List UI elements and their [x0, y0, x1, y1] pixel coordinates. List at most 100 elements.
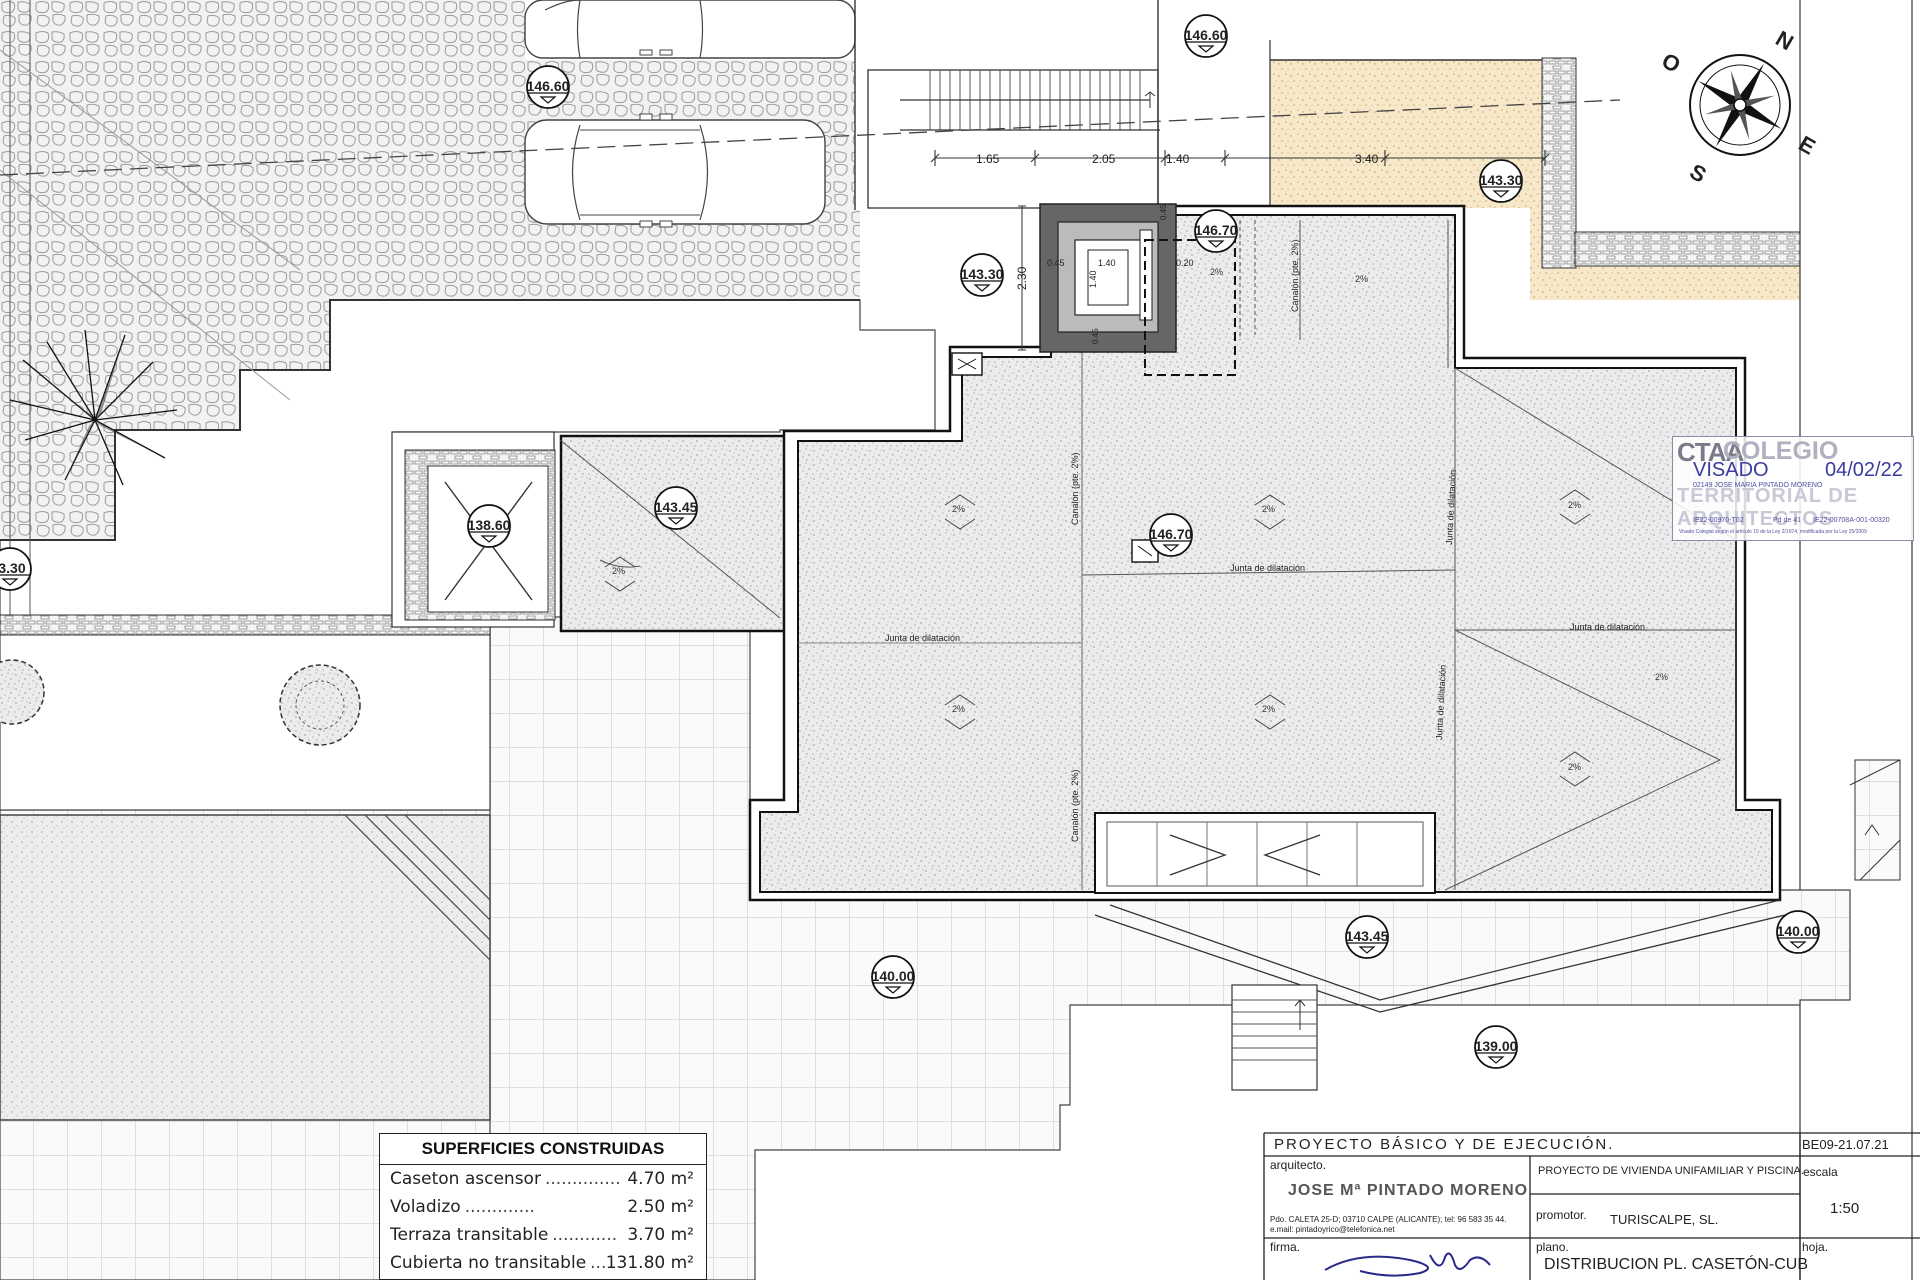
- slope-10: 2%: [1210, 267, 1223, 277]
- level-l13: 139.00: [1475, 1038, 1518, 1054]
- slope-3: 2%: [952, 704, 965, 714]
- row-value: 4.70 m²: [627, 1169, 694, 1189]
- surfaces-title: SUPERFICIES CONSTRUIDAS: [380, 1134, 706, 1165]
- row-label: Terraza transitable: [390, 1225, 549, 1245]
- table-row: Voladizo ............. 2.50 m²: [380, 1193, 706, 1221]
- canalon-label-3: Canalón (pte. 2%): [1290, 239, 1300, 312]
- arquitecto-label: arquitecto.: [1270, 1158, 1327, 1172]
- level-l8: 146.70: [1150, 526, 1193, 542]
- escala-value: 1:50: [1830, 1200, 1860, 1217]
- address-line-1: Pdo. CALETA 25-D; 03710 CALPE (ALICANTE)…: [1270, 1215, 1507, 1224]
- row-label: Voladizo: [390, 1197, 461, 1217]
- project-code: BE09-21.07.21: [1802, 1137, 1889, 1152]
- dim-4: 3.40: [1355, 152, 1379, 166]
- stamp-visado: VISADO: [1693, 459, 1769, 481]
- junta-vlabel-2: Junta de dilatación: [1434, 665, 1448, 740]
- plano-name: DISTRIBUCION PL. CASETÓN-CUB: [1544, 1256, 1809, 1273]
- car-bottom: [524, 113, 826, 228]
- dim-3: 1.40: [1166, 152, 1190, 166]
- shrub-1: [279, 664, 361, 746]
- junta-vlabel-1: Junta de dilatación: [1444, 470, 1458, 545]
- dim-10: 0.45: [1159, 204, 1168, 220]
- level-l3: 143.30: [1480, 172, 1523, 188]
- signature: [1324, 1252, 1491, 1277]
- dim-9: 1.40: [1088, 270, 1098, 288]
- slope-4: 2%: [1262, 704, 1275, 714]
- promotor-label: promotor.: [1536, 1208, 1587, 1222]
- stairs: [867, 69, 1160, 209]
- canalon-label-2: Canalón (pte. 2%): [1070, 769, 1080, 842]
- level-l9: 3.30: [0, 560, 26, 576]
- slope-7: 2%: [1655, 672, 1668, 682]
- slope-8: 2%: [612, 566, 625, 576]
- pool: [0, 814, 491, 1121]
- level-l7: 143.45: [655, 499, 698, 515]
- junta-label-3: Junta de dilatación: [1570, 622, 1645, 632]
- dim-5: 2.30: [1015, 266, 1029, 290]
- stamp-line4: IE22-00708A-001-00320: [1813, 517, 1890, 524]
- stamp-line2: IE22-00970-T02: [1693, 517, 1744, 524]
- row-dots: ............: [552, 1225, 618, 1245]
- dim-1: 1.65: [976, 152, 1000, 166]
- level-l11: 140.00: [1777, 923, 1820, 939]
- address-line-2: e.mail: pintadoyrico@telefonica.net: [1270, 1225, 1395, 1234]
- slope-1: 2%: [952, 504, 965, 514]
- level-l1: 146.60: [1185, 27, 1228, 43]
- project-header: PROYECTO BÁSICO Y DE EJECUCIÓN.: [1274, 1136, 1615, 1153]
- table-row: Terraza transitable ............ 3.70 m²: [380, 1221, 706, 1249]
- slope-2: 2%: [1262, 504, 1275, 514]
- stamp-ghost-text: TERRITORIAL DE ARQUITECTOS: [1677, 485, 1859, 530]
- shrub-2: [0, 659, 45, 725]
- stamp-line3: Pd de 41: [1773, 517, 1802, 524]
- firma-label: firma.: [1270, 1240, 1300, 1254]
- level-l10: 143.45: [1346, 928, 1389, 944]
- canalon-label-1: Canalón (pte. 2%): [1070, 452, 1080, 525]
- slope-9: 2%: [1355, 274, 1368, 284]
- hoja-label: hoja.: [1802, 1240, 1829, 1254]
- row-dots: .............: [464, 1197, 535, 1217]
- compass-rose: [1689, 54, 1791, 156]
- table-row: Cubierta no transitable .... 131.80 m²: [380, 1249, 706, 1277]
- title-block-frame: [1263, 1132, 1920, 1280]
- car-top: [524, 0, 856, 59]
- slope-5: 2%: [1568, 500, 1581, 510]
- palm-tree: [9, 329, 178, 486]
- level-l6: 138.60: [468, 517, 511, 533]
- dimension-line: [930, 150, 1550, 166]
- dim-6: 1.40: [1098, 258, 1116, 268]
- roof-annex: [559, 434, 790, 633]
- row-value: 131.80 m²: [605, 1253, 694, 1273]
- arquitecto-name: JOSE Mª PINTADO MORENO: [1288, 1182, 1529, 1199]
- compass-s: S: [1686, 159, 1711, 188]
- dim-2: 2.05: [1092, 152, 1116, 166]
- row-dots: ....: [590, 1253, 606, 1273]
- table-row: Caseton ascensor .............. 4.70 m²: [380, 1165, 706, 1193]
- row-value: 2.50 m²: [627, 1197, 694, 1217]
- dim-7: 0.45: [1047, 258, 1065, 268]
- level-l2: 146.60: [527, 78, 570, 94]
- visado-stamp: CTAA COLEGIO TERRITORIAL DE ARQUITECTOS …: [1672, 436, 1914, 541]
- dim-8: 0.20: [1176, 258, 1194, 268]
- row-label: Caseton ascensor: [390, 1169, 541, 1189]
- slope-6: 2%: [1568, 762, 1581, 772]
- dim-11: 0.45: [1091, 328, 1100, 344]
- junta-label-1: Junta de dilatación: [1230, 563, 1305, 573]
- escala-label: escala: [1803, 1165, 1838, 1179]
- stamp-date: 04/02/22: [1825, 459, 1903, 481]
- elevator-shaft: [1039, 203, 1177, 353]
- junta-label-2: Junta de dilatación: [885, 633, 960, 643]
- level-l4: 146.70: [1195, 222, 1238, 238]
- compass-o: O: [1658, 48, 1685, 78]
- level-l12: 140.00: [872, 968, 915, 984]
- stamp-ctaa: CTAA: [1677, 437, 1744, 467]
- surfaces-table: SUPERFICIES CONSTRUIDAS Caseton ascensor…: [379, 1133, 707, 1280]
- row-dots: ..............: [544, 1169, 621, 1189]
- stamp-colegio: COLEGIO: [1723, 437, 1839, 465]
- stamp-line5: Visado Colegial según el artículo 10 de …: [1679, 529, 1867, 535]
- compass-e: E: [1795, 131, 1820, 160]
- angled-wall: [1094, 899, 1786, 1091]
- plano-label: plano.: [1536, 1240, 1569, 1254]
- row-value: 3.70 m²: [627, 1225, 694, 1245]
- skylight: [1094, 812, 1436, 894]
